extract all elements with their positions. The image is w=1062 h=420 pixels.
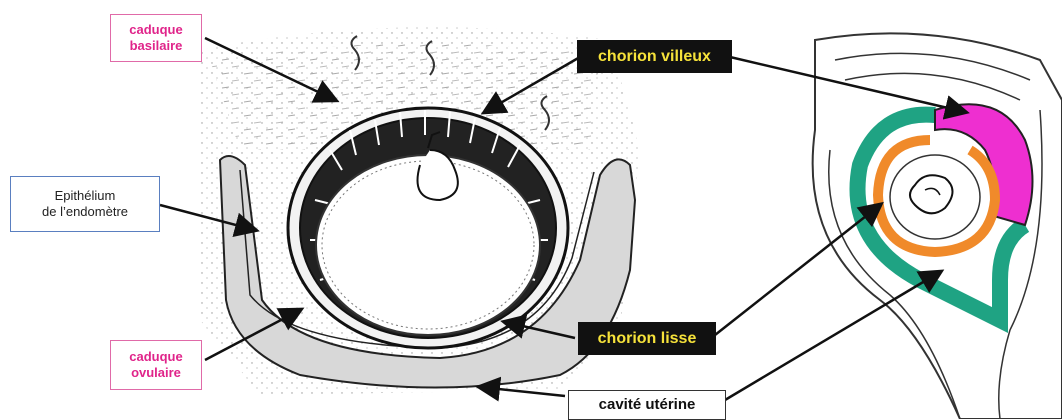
label-line: basilaire bbox=[129, 38, 182, 54]
label-line: caduque bbox=[129, 22, 182, 38]
left-section bbox=[200, 27, 640, 395]
label-chorion-lisse: chorion lisse bbox=[578, 322, 716, 355]
label-line: Epithélium bbox=[42, 188, 128, 204]
label-line: de l’endomètre bbox=[42, 204, 128, 220]
right-section bbox=[813, 33, 1062, 419]
label-chorion-villeux: chorion villeux bbox=[577, 40, 732, 73]
label-cavite-uterine: cavité utérine bbox=[568, 390, 726, 420]
arrow-cavite-right bbox=[725, 272, 940, 400]
label-line: ovulaire bbox=[129, 365, 182, 381]
label-line: caduque bbox=[129, 349, 182, 365]
